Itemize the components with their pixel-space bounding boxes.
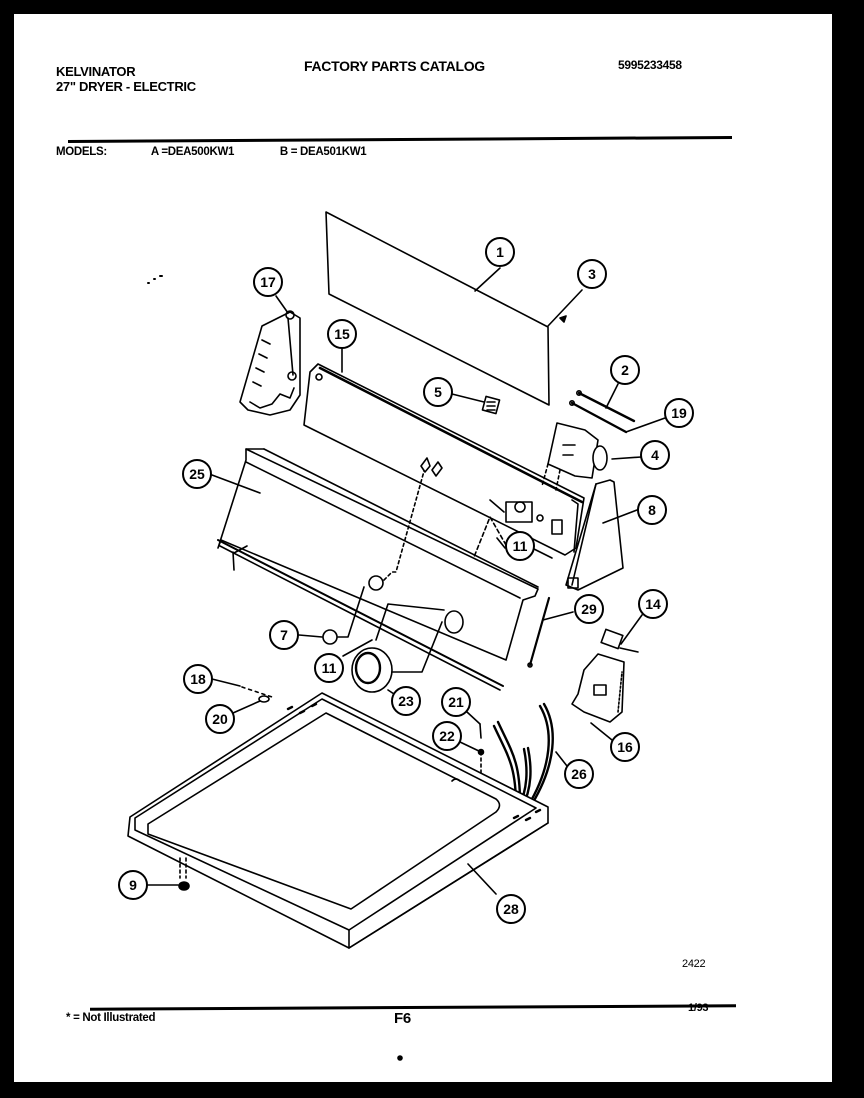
- callout-number: 26: [571, 766, 587, 782]
- callout-part-7[interactable]: 7: [269, 620, 299, 650]
- callout-part-16[interactable]: 16: [610, 732, 640, 762]
- callout-part-1[interactable]: 1: [485, 237, 515, 267]
- part-7-grommet: [298, 586, 365, 645]
- callout-part-17[interactable]: 17: [253, 267, 283, 297]
- footnote-not-illustrated: * = Not Illustrated: [66, 1012, 156, 1024]
- callout-number: 11: [322, 660, 337, 676]
- part-1-panel: [325, 211, 550, 406]
- callout-number: 9: [129, 877, 137, 893]
- figure-number: 2422: [682, 958, 706, 970]
- callout-part-21[interactable]: 21: [441, 687, 471, 717]
- callout-number: 4: [651, 447, 659, 463]
- callout-part-26[interactable]: 26: [564, 759, 594, 789]
- callout-number: 19: [671, 405, 687, 421]
- part-8-endcap: [565, 479, 638, 591]
- part-28-top: [127, 692, 549, 949]
- callout-part-20[interactable]: 20: [205, 704, 235, 734]
- model-b: B = DEA501KW1: [279, 146, 367, 158]
- callout-number: 2: [621, 362, 629, 378]
- part-23-knob: [351, 621, 443, 699]
- callout-number: 28: [503, 901, 519, 917]
- callout-number: 23: [398, 693, 414, 709]
- part-4-timer: [541, 422, 642, 491]
- callout-part-23[interactable]: 23: [391, 686, 421, 716]
- part-25-console: [211, 448, 539, 691]
- catalog-number: 5995233458: [618, 58, 682, 72]
- callout-part-11[interactable]: 11: [314, 653, 344, 683]
- part-29-rod: [527, 596, 574, 668]
- callout-part-15[interactable]: 15: [327, 319, 357, 349]
- callout-part-11[interactable]: 11: [505, 531, 535, 561]
- callout-number: 15: [334, 326, 350, 342]
- callout-part-29[interactable]: 29: [574, 594, 604, 624]
- catalog-title: FACTORY PARTS CATALOG: [304, 58, 485, 74]
- callout-number: 14: [645, 596, 661, 612]
- models-line: MODELS: A =DEA500KW1 B = DEA501KW1: [56, 146, 367, 158]
- callout-part-28[interactable]: 28: [496, 894, 526, 924]
- callout-part-18[interactable]: 18: [183, 664, 213, 694]
- callout-part-22[interactable]: 22: [432, 721, 462, 751]
- callout-part-3[interactable]: 3: [577, 259, 607, 289]
- callout-number: 29: [581, 601, 597, 617]
- callout-number: 18: [190, 671, 206, 687]
- callout-number: 5: [434, 384, 442, 400]
- callout-number: 7: [280, 627, 288, 643]
- part-14-16-switch: [571, 614, 643, 741]
- callout-number: 21: [448, 694, 464, 710]
- callout-part-4[interactable]: 4: [640, 440, 670, 470]
- callout-number: 25: [189, 466, 205, 482]
- product-name: 27" DRYER - ELECTRIC: [56, 79, 196, 94]
- brand-name: KELVINATOR: [56, 64, 136, 79]
- callout-number: 20: [212, 711, 228, 727]
- callout-number: 1: [496, 244, 504, 260]
- part-18-20-clips: [211, 678, 273, 714]
- callout-number: 16: [617, 739, 633, 755]
- part-17-bracket: [239, 295, 301, 416]
- callout-part-25[interactable]: 25: [182, 459, 212, 489]
- part-15-control-panel: [303, 347, 585, 556]
- callout-part-8[interactable]: 8: [637, 495, 667, 525]
- models-label: MODELS:: [56, 146, 107, 158]
- revision-date: 1/93: [688, 1002, 709, 1014]
- callout-part-2[interactable]: 2: [610, 355, 640, 385]
- callout-number: 11: [513, 538, 528, 554]
- part-5-switch: [451, 393, 501, 415]
- part-2-19-rods: [568, 383, 666, 434]
- callout-number: 8: [648, 502, 656, 518]
- callout-part-5[interactable]: 5: [423, 377, 453, 407]
- part-9-leg: [146, 857, 190, 891]
- callout-number: 17: [260, 274, 276, 290]
- callout-number: 3: [588, 266, 596, 282]
- callout-part-14[interactable]: 14: [638, 589, 668, 619]
- callout-part-19[interactable]: 19: [664, 398, 694, 428]
- callout-number: 22: [439, 728, 455, 744]
- brand-block: KELVINATOR 27" DRYER - ELECTRIC: [56, 64, 196, 94]
- page-code: F6: [394, 1010, 411, 1027]
- model-a: A =DEA500KW1: [150, 146, 235, 158]
- callout-part-9[interactable]: 9: [118, 870, 148, 900]
